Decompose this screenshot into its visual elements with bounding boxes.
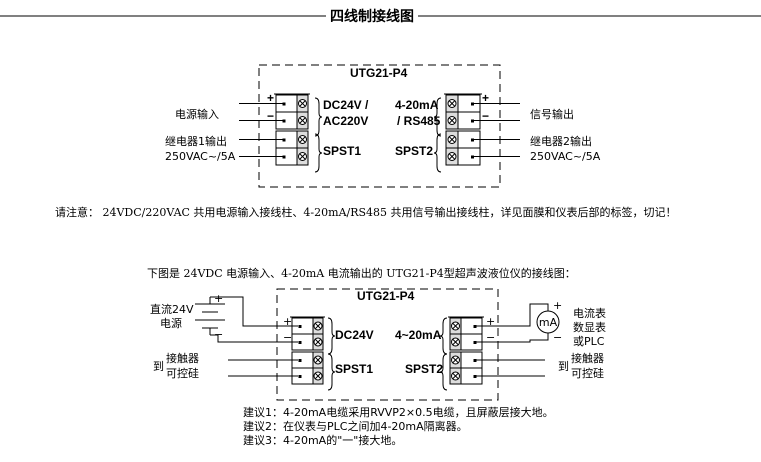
note-text: 请注意： 24VDC/220VAC 共用电源输入接线柱、4-20mA/RS485… <box>55 205 677 219</box>
brace <box>327 353 336 391</box>
scr-label: 可控硅 <box>571 366 604 380</box>
contactor-label: 接触器 <box>571 351 604 365</box>
right-terminal-block <box>448 316 545 385</box>
relay2-label: 继电器2输出 <box>530 134 592 148</box>
wire-signal-positive <box>476 303 549 327</box>
terminal <box>445 94 520 113</box>
signal-spec: / RS485 <box>397 114 441 128</box>
wire-positive <box>210 296 298 327</box>
minus-sign: − <box>267 109 274 123</box>
wire-negative <box>210 334 298 343</box>
meter-label: 或PLC <box>573 335 605 348</box>
minus-sign: − <box>486 331 495 344</box>
scr-label: 可控硅 <box>166 366 199 380</box>
model-label: UTG21-P4 <box>350 66 408 80</box>
relay2-rating: 250VAC~/5A <box>530 150 601 163</box>
brace <box>314 97 323 137</box>
terminal <box>228 351 324 369</box>
plus-sign: + <box>482 91 489 105</box>
terminal <box>239 147 309 166</box>
device-outline <box>276 288 499 401</box>
plus-sign: + <box>283 315 292 328</box>
terminal <box>239 130 309 149</box>
battery-icon <box>195 297 225 335</box>
minus-sign: − <box>214 328 223 341</box>
plus-sign: + <box>486 315 495 328</box>
signal-spec: 4~20mA <box>395 328 442 342</box>
signal-output-label: 信号输出 <box>530 107 574 121</box>
plus-sign: + <box>553 299 562 312</box>
minus-sign: − <box>482 109 489 123</box>
left-terminal-block <box>228 316 325 385</box>
relay1-label: 继电器1输出 <box>165 134 227 148</box>
left-terminal-block <box>239 93 310 166</box>
terminal <box>291 317 324 335</box>
example-heading: 下图是 24VDC 电源输入、4-20mA 电流输出的 UTG21-P4型超声波… <box>147 266 576 280</box>
brace <box>439 353 448 391</box>
terminal <box>449 333 483 351</box>
brace <box>327 317 336 355</box>
ammeter-icon <box>536 310 560 334</box>
page-title: 四线制接线图 <box>330 8 414 25</box>
ammeter-label: mA <box>539 316 558 329</box>
brace <box>433 97 442 137</box>
diagram-24vdc-example: 下图是 24VDC 电源输入、4-20mA 电流输出的 UTG21-P4型超声波… <box>147 266 606 447</box>
terminal <box>445 130 520 149</box>
spst1-label: SPST1 <box>323 144 361 158</box>
signal-spec: 4-20mA <box>395 98 439 112</box>
suggestion-1: 建议1：4-20mA电缆采用RVVP2×0.5电缆，且屏蔽层接大地。 <box>243 405 554 419</box>
brace <box>439 317 448 355</box>
terminal <box>228 367 324 385</box>
terminal <box>449 351 545 369</box>
minus-sign: − <box>553 331 562 344</box>
plus-sign: + <box>267 91 274 105</box>
suggestion-2: 建议2：在仪表与PLC之间加4-20mA隔离器。 <box>243 419 468 433</box>
terminal <box>445 111 520 130</box>
minus-sign: − <box>283 331 292 344</box>
device-outline <box>258 64 501 188</box>
meter-label: 数显表 <box>573 320 606 334</box>
brace <box>433 133 442 173</box>
spst2-label: SPST2 <box>395 144 433 158</box>
to-label: 到 <box>558 360 569 373</box>
right-terminal-block <box>444 93 520 166</box>
suggestion-3: 建议3：4-20mA的"一"接大地。 <box>243 433 402 447</box>
battery-label: 电源 <box>160 316 182 330</box>
brace <box>314 133 323 173</box>
spst1-label: SPST1 <box>335 362 373 376</box>
power-spec: DC24V <box>335 328 374 342</box>
relay1-rating: 250VAC~/5A <box>165 150 236 163</box>
meter-label: 电流表 <box>573 306 606 320</box>
terminal <box>449 367 545 385</box>
plus-sign: + <box>214 292 223 305</box>
terminal <box>449 317 483 335</box>
diagram-four-wire: UTG21-P4 + − + − DC24V / AC220V SPST1 4-… <box>165 64 601 188</box>
power-spec: DC24V / <box>323 98 369 112</box>
terminal <box>239 111 309 130</box>
power-input-label: 电源输入 <box>175 107 219 121</box>
model-label: UTG21-P4 <box>357 289 415 303</box>
spst2-label: SPST2 <box>405 362 443 376</box>
wire-signal-negative <box>476 333 549 343</box>
power-spec: AC220V <box>323 114 368 128</box>
battery-label: 直流24V <box>150 302 194 316</box>
terminal <box>445 147 520 166</box>
to-label: 到 <box>153 360 164 373</box>
terminal <box>239 94 309 113</box>
contactor-label: 接触器 <box>166 351 199 365</box>
